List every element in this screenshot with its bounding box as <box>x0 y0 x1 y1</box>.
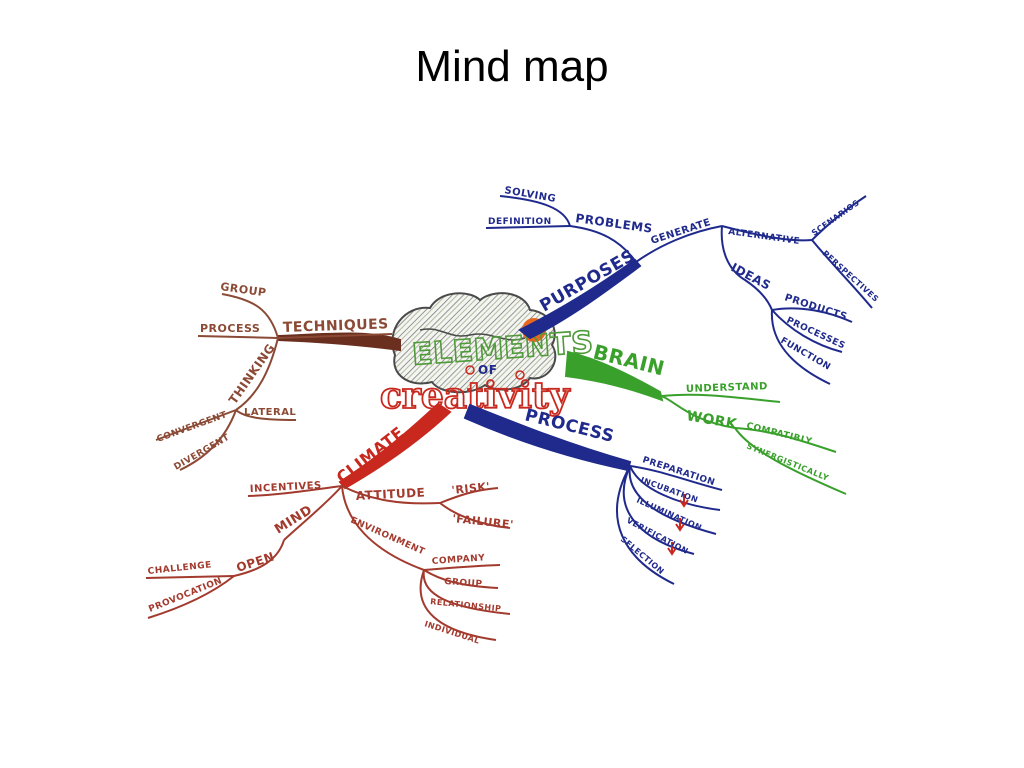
slide-title: Mind map <box>415 42 609 91</box>
label-lateral: LATERAL <box>244 407 296 418</box>
label-challenge: CHALLENGE <box>147 560 212 577</box>
label-company: COMPANY <box>432 553 486 567</box>
branch-brain <box>564 350 847 495</box>
attitude-to-risk <box>439 487 499 504</box>
purposes-to-problems <box>569 225 637 263</box>
brain-to-work <box>661 395 736 429</box>
techniques-underline <box>277 333 393 339</box>
label-divergent: DIVERGENT <box>173 432 232 472</box>
work-to-synergistically <box>734 427 847 495</box>
label-ideas: IDEAS <box>729 260 774 293</box>
process-to-preparation <box>629 465 723 491</box>
label-attitude: ATTITUDE <box>355 485 425 503</box>
down-arrow-icon <box>679 494 689 508</box>
techniques-to-group <box>221 293 279 339</box>
techniques-to-process <box>197 335 279 339</box>
climate-to-incentives <box>247 485 343 497</box>
label-group-techniques: GROUP <box>220 280 268 299</box>
thinking-to-lateral <box>235 409 297 421</box>
attitude-to-failure <box>439 502 511 529</box>
label-definition: DEFINITION <box>488 217 552 227</box>
brain-fold-line <box>419 328 526 341</box>
down-arrow-icon <box>675 518 685 532</box>
process-to-illumination <box>628 465 717 535</box>
open-to-provocation <box>147 575 235 619</box>
label-environment: ENVIRONMENT <box>349 516 427 558</box>
brain-to-understand <box>661 393 781 403</box>
work-to-compatibly <box>734 427 837 453</box>
generate-to-alternative <box>721 225 813 242</box>
label-understand: UNDERSTAND <box>686 381 768 395</box>
spark-dot-icon <box>465 365 475 375</box>
label-alternative: ALTERNATIVE <box>728 227 801 247</box>
label-work: WORK <box>685 408 739 433</box>
ideas-to-products <box>771 307 853 323</box>
thinking-to-divergent <box>179 409 237 471</box>
climate-to-mind <box>283 485 343 541</box>
problems-to-solving <box>499 195 571 227</box>
label-problems: PROBLEMS <box>575 211 654 236</box>
label-risk: 'RISK' <box>451 480 491 497</box>
brain-outline-icon <box>391 292 557 394</box>
label-perspectives: PERSPECTIVES <box>821 249 881 304</box>
techniques-labels: TECHNIQUES GROUP PROCESS THINKING CONVER… <box>156 280 389 473</box>
purposes-to-generate <box>635 225 723 263</box>
generate-to-ideas <box>720 225 773 311</box>
center-line-2: OF <box>478 363 497 377</box>
branch-techniques <box>155 293 401 471</box>
problems-to-definition <box>485 225 571 229</box>
spark-dot-icon <box>515 370 525 380</box>
branch-process <box>463 403 723 585</box>
branch-purposes <box>485 195 873 385</box>
thinking-to-convergent <box>155 409 237 441</box>
label-purposes: PURPOSES <box>537 246 639 317</box>
label-failure: 'FAILURE' <box>452 512 515 531</box>
climate-main-stroke <box>338 402 452 490</box>
label-process-techniques: PROCESS <box>200 322 260 335</box>
environment-to-individual <box>419 569 497 641</box>
label-synergistically: SYNERGISTICALLY <box>745 442 830 483</box>
techniques-to-thinking <box>235 337 279 411</box>
label-generate: GENERATE <box>650 217 713 247</box>
ideas-to-function <box>770 309 831 385</box>
process-to-incubation <box>629 465 721 511</box>
alternative-to-scenarios <box>811 195 867 241</box>
down-arrow-icon <box>667 542 677 556</box>
environment-to-group <box>423 569 499 589</box>
alternative-to-perspectives <box>811 239 873 309</box>
climate-to-attitude <box>341 485 441 505</box>
label-open: OPEN <box>235 549 277 574</box>
mind-to-open <box>233 539 285 577</box>
label-individual: INDIVIDUAL <box>423 619 481 645</box>
label-scenarios: SCENARIOS <box>810 198 861 238</box>
label-relationship: RELATIONSHIP <box>430 597 502 613</box>
ideas-to-processes <box>771 309 843 353</box>
label-group-climate: GROUP <box>444 577 483 590</box>
label-techniques: TECHNIQUES <box>283 316 389 336</box>
label-incentives: INCENTIVES <box>250 480 322 495</box>
environment-to-relationship <box>422 569 511 615</box>
branch-climate <box>145 402 511 641</box>
environment-to-company <box>423 564 501 571</box>
label-provocation: PROVOCATION <box>147 576 223 615</box>
process-to-selection <box>616 465 675 585</box>
climate-to-environment <box>341 485 425 571</box>
purposes-main-stroke <box>518 258 642 340</box>
open-to-challenge <box>145 575 235 579</box>
label-solving: SOLVING <box>503 185 556 205</box>
brain-main-stroke <box>564 350 664 402</box>
